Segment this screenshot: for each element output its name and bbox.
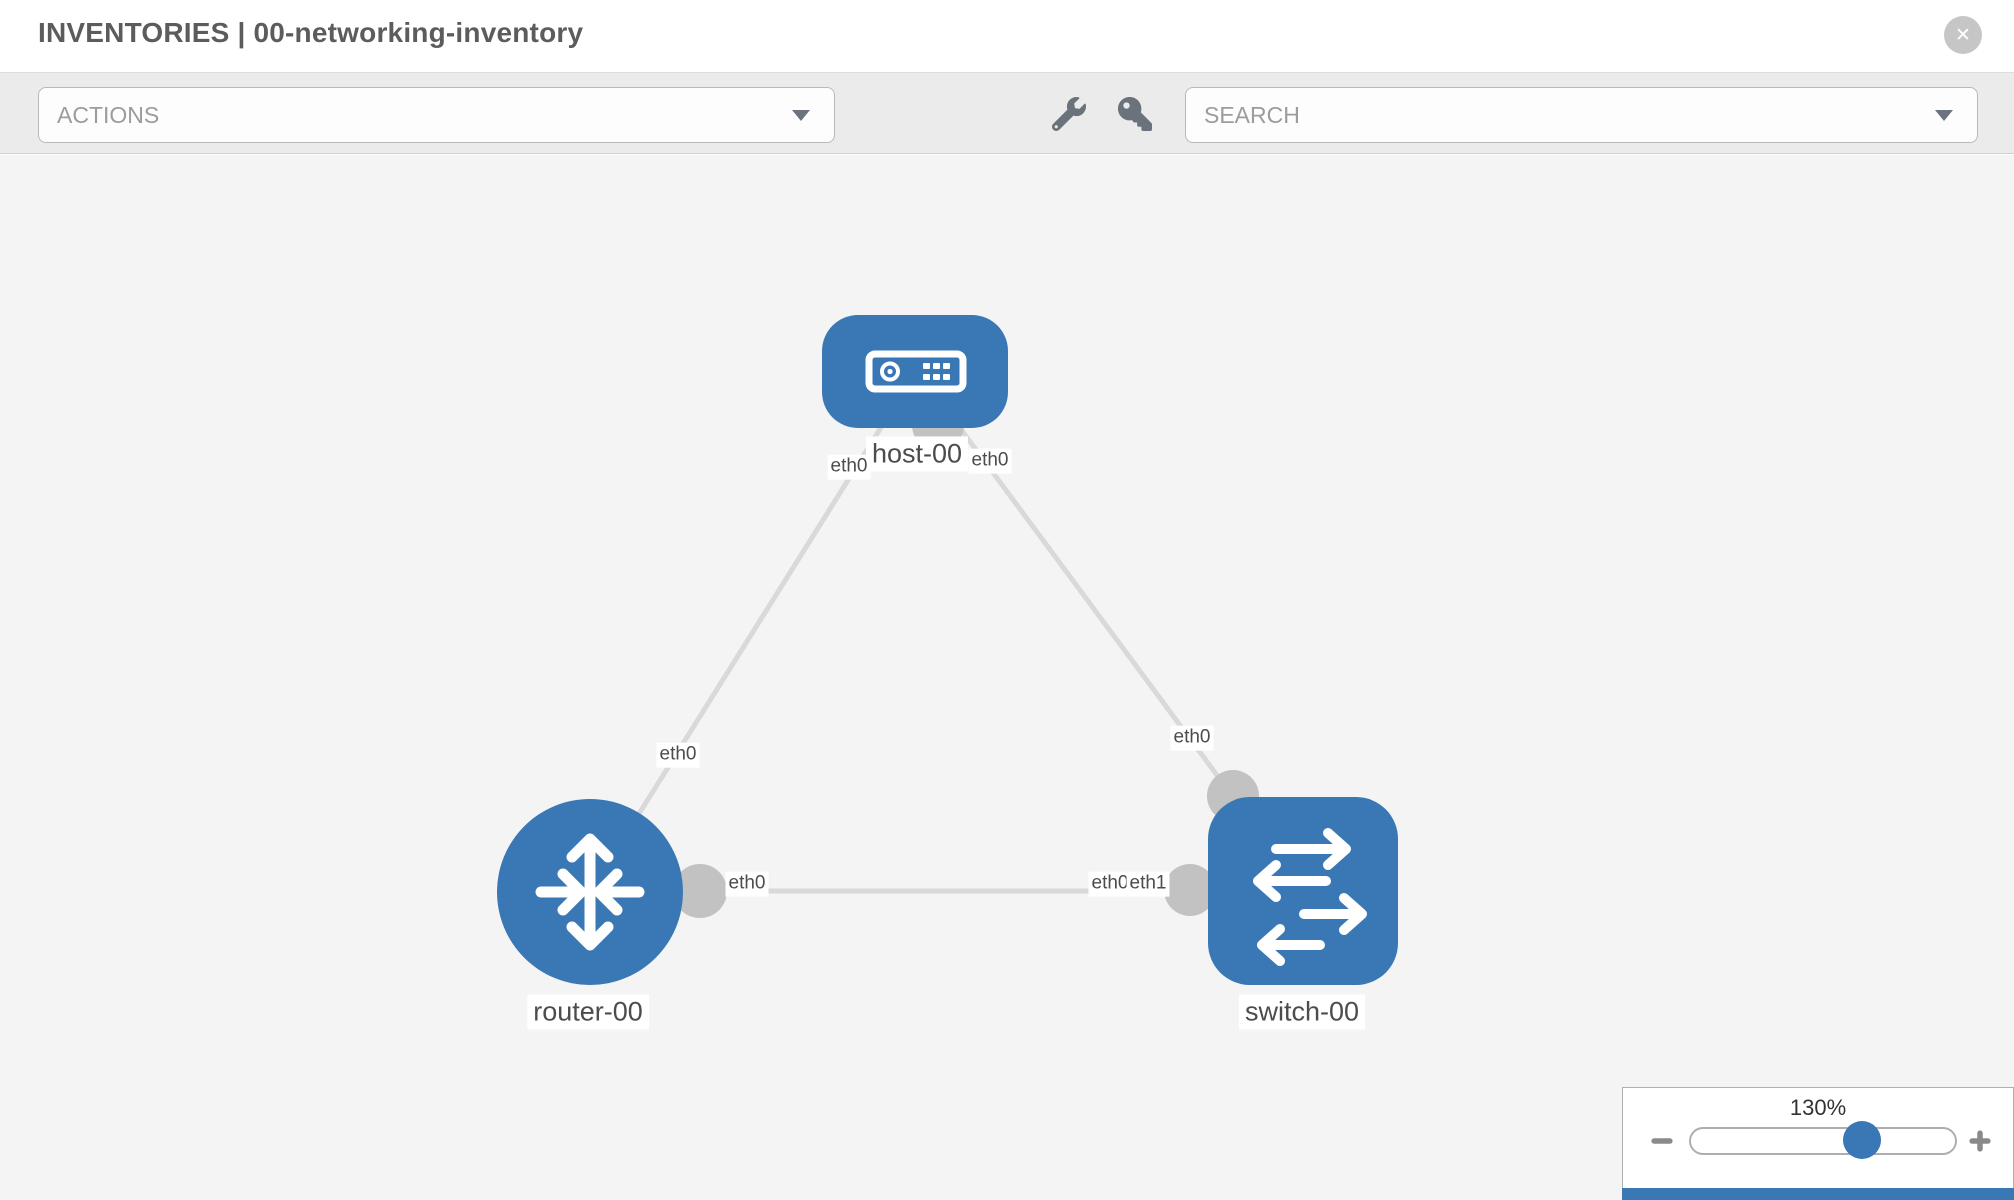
- close-button[interactable]: ✕: [1944, 16, 1982, 54]
- links-layer: [587, 368, 1305, 918]
- zoom-slider-thumb[interactable]: [1843, 1121, 1881, 1159]
- iface-label-router-link-eth0: eth0: [656, 742, 700, 768]
- zoom-slider-track[interactable]: [1689, 1121, 1957, 1159]
- chevron-down-icon: [792, 110, 810, 121]
- node-switch-00[interactable]: [1208, 797, 1398, 985]
- page-title: INVENTORIES | 00-networking-inventory: [38, 17, 584, 48]
- close-icon: ✕: [1955, 24, 1971, 46]
- header-bar: INVENTORIES | 00-networking-inventory ✕: [0, 0, 2014, 72]
- node-host-00[interactable]: [822, 315, 1008, 428]
- switch-exchange-icon: [1253, 828, 1367, 966]
- search-dropdown[interactable]: SEARCH: [1185, 87, 1978, 143]
- wrench-icon: [1052, 97, 1086, 131]
- actions-dropdown-label: ACTIONS: [57, 101, 160, 128]
- minus-icon: [1651, 1138, 1673, 1144]
- node-router-00[interactable]: [497, 799, 683, 985]
- zoom-panel: 130%: [1622, 1087, 2014, 1200]
- zoom-in-button[interactable]: [1963, 1124, 1997, 1158]
- search-placeholder: SEARCH: [1204, 101, 1300, 128]
- iface-label-switch-link-eth0: eth0: [1170, 725, 1214, 751]
- configure-button[interactable]: [1046, 91, 1092, 137]
- topology-canvas[interactable]: host-00 router-00 switch-00 eth0 eth0 et…: [0, 155, 2014, 1200]
- router-arrows-icon: [535, 833, 645, 951]
- zoom-out-button[interactable]: [1645, 1124, 1679, 1158]
- server-icon: [865, 350, 967, 393]
- iface-label-host-eth0-left: eth0: [827, 454, 871, 480]
- chevron-down-icon: [1935, 110, 1953, 121]
- node-label-host-00: host-00: [865, 436, 969, 472]
- node-label-switch-00: switch-00: [1238, 994, 1366, 1030]
- toolbar: ACTIONS SEARCH: [0, 72, 2014, 154]
- port-switch-eth1[interactable]: [1164, 864, 1216, 916]
- iface-label-host-eth0-right: eth0: [968, 448, 1012, 474]
- key-icon: [1118, 97, 1152, 131]
- iface-label-switch-port-eth0: eth0: [1088, 871, 1132, 897]
- iface-label-switch-port-eth1: eth1: [1126, 871, 1170, 897]
- credentials-button[interactable]: [1112, 91, 1158, 137]
- iface-label-router-port-eth0: eth0: [725, 871, 769, 897]
- zoom-level-value: 130%: [1789, 1095, 1847, 1120]
- actions-dropdown[interactable]: ACTIONS: [38, 87, 835, 143]
- toolbox-panel-edge[interactable]: [1622, 1188, 2014, 1200]
- plus-icon: [1969, 1130, 1991, 1152]
- node-label-router-00: router-00: [527, 994, 649, 1030]
- port-router-eth0[interactable]: [673, 864, 727, 918]
